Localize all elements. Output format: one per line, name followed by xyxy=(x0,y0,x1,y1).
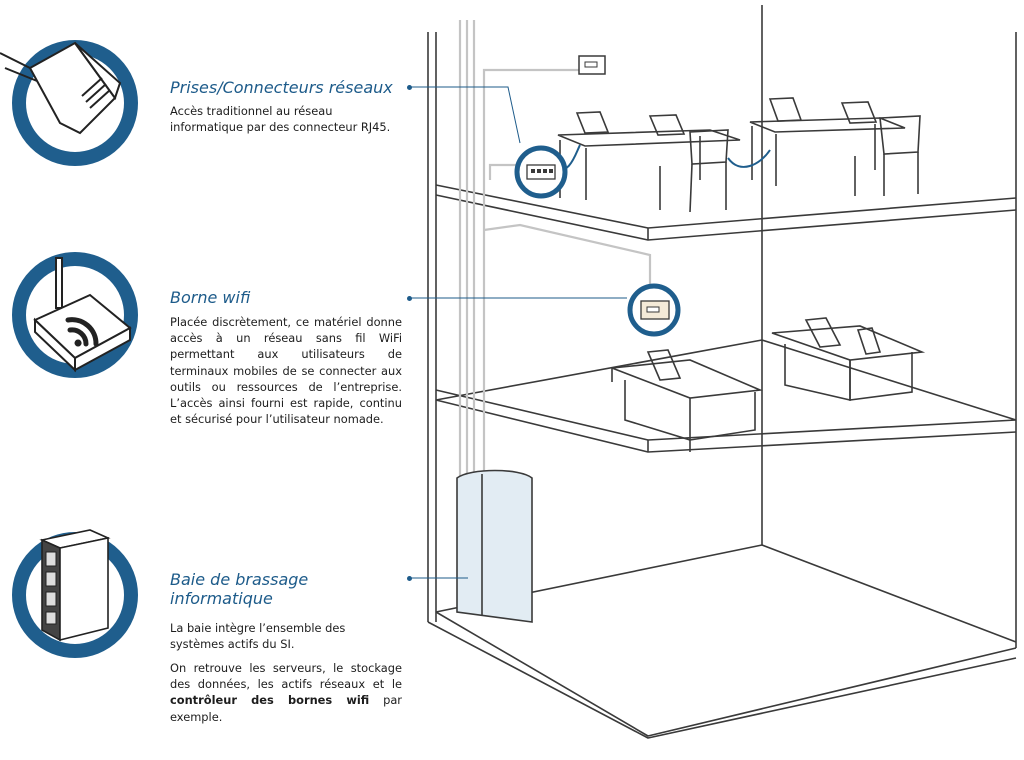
wifi-description: Placée discrètement, ce matériel donne a… xyxy=(170,315,402,427)
rack-title-line1: Baie de brassage xyxy=(170,570,309,589)
rack-marker-dot xyxy=(407,576,412,581)
rack-text-after: par exemple. xyxy=(170,693,402,724)
rack-title-line2: informatique xyxy=(170,589,273,608)
rj45-marker-dot xyxy=(407,85,412,90)
rack-description-1: La baie intègre l’ensemble des systèmes … xyxy=(170,621,346,652)
server-rack-icon xyxy=(12,529,138,658)
rack-text-bold: contrôleur des bornes wifi xyxy=(170,693,370,708)
rj45-connector-icon xyxy=(0,40,138,166)
rj45-description: Accès traditionnel au réseau informatiqu… xyxy=(170,104,391,135)
wifi-router-icon xyxy=(12,252,138,378)
rack-description-2: On retrouve les serveurs, le stockage de… xyxy=(170,660,402,725)
rack-title: Baie de brassage informatique xyxy=(170,570,308,608)
wifi-title: Borne wifi xyxy=(170,288,251,307)
rack-text-before: On retrouve les serveurs, le stockage de… xyxy=(170,661,402,692)
wifi-marker-dot xyxy=(407,296,412,301)
rj45-title: Prises/Connecteurs réseaux xyxy=(170,78,393,97)
